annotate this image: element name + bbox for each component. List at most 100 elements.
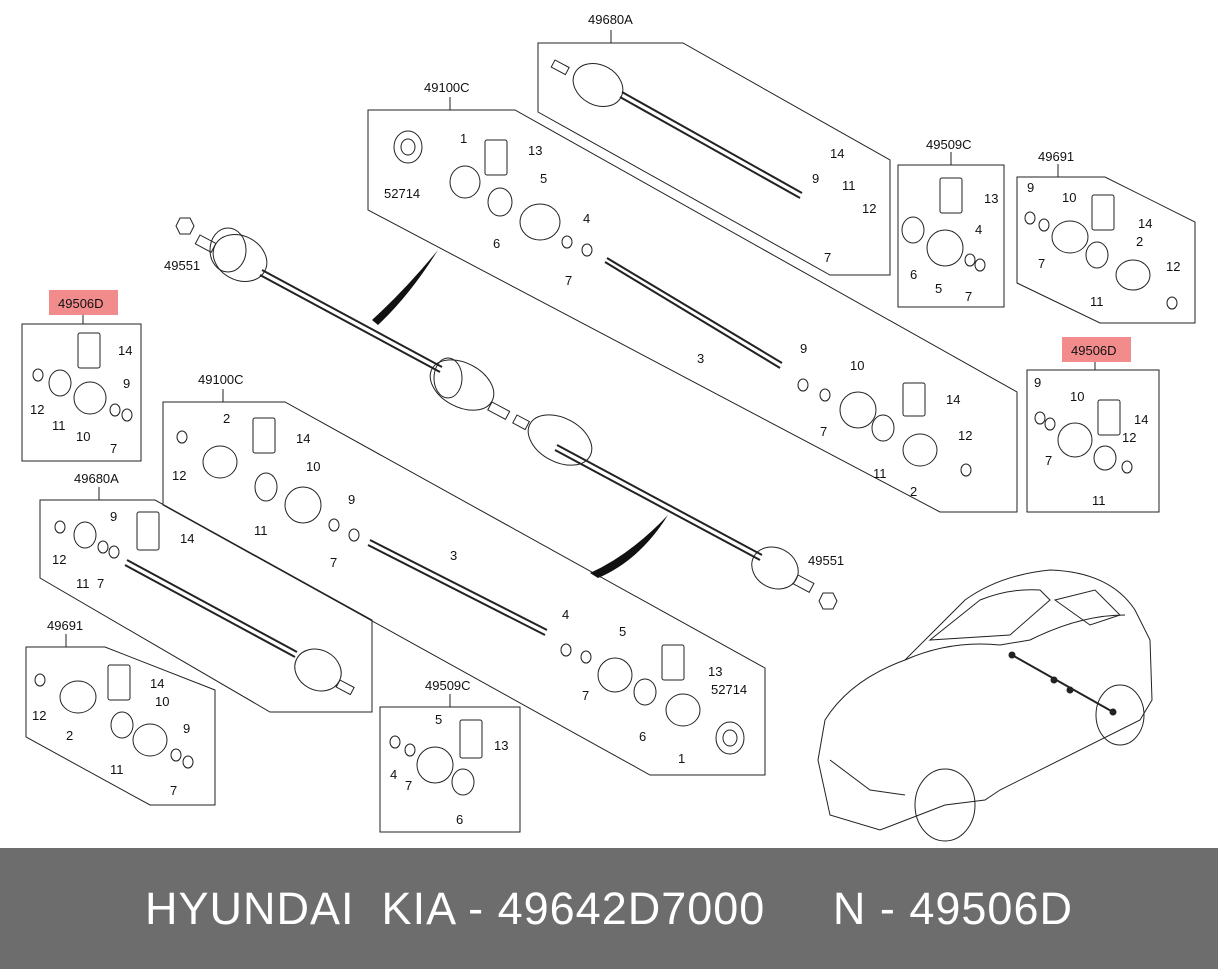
label-49506D-left: 49506D bbox=[58, 296, 104, 311]
part-label: 2 bbox=[910, 484, 917, 499]
highlight-49506D-left bbox=[49, 290, 118, 315]
part-label: 11 bbox=[842, 178, 856, 193]
part-label: 7 bbox=[97, 576, 104, 591]
part-label: 10 bbox=[850, 358, 864, 373]
part-label: 9 bbox=[800, 341, 807, 356]
part-label: 11 bbox=[873, 466, 887, 481]
part-label: 1 bbox=[678, 751, 685, 766]
box-49100C-top bbox=[367, 109, 1018, 513]
part-label: 5 bbox=[435, 712, 442, 727]
part-label: 14 bbox=[180, 531, 194, 546]
part-label: 4 bbox=[583, 211, 590, 226]
part-label: 11 bbox=[254, 523, 268, 538]
part-label: 10 bbox=[76, 429, 90, 444]
box-49506D-left bbox=[21, 323, 142, 462]
part-label: 9 bbox=[1034, 375, 1041, 390]
part-label: 12 bbox=[172, 468, 186, 483]
parts-49509C-bottom bbox=[389, 719, 483, 796]
exploded-parts-diagram: 49680A 49100C 49509C 49691 49506D 49506D… bbox=[21, 12, 1196, 842]
part-label: 11 bbox=[1092, 493, 1106, 508]
part-label: 6 bbox=[639, 729, 646, 744]
box-49691-top bbox=[1016, 176, 1196, 324]
part-label: 14 bbox=[150, 676, 164, 691]
parts-49100C-top bbox=[393, 130, 972, 477]
part-label: 6 bbox=[456, 812, 463, 827]
part-label: 12 bbox=[30, 402, 44, 417]
label-49691-top: 49691 bbox=[1038, 149, 1074, 164]
part-label: 9 bbox=[812, 171, 819, 186]
box-49509C-bottom bbox=[379, 706, 521, 833]
part-label: 9 bbox=[348, 492, 355, 507]
part-number-banner: HYUNDAI KIA - 49642D7000 N - 49506D bbox=[0, 848, 1218, 969]
part-label: 14 bbox=[118, 343, 132, 358]
shaft-49680A-left bbox=[54, 511, 355, 696]
part-label: 11 bbox=[1090, 294, 1104, 309]
part-label: 7 bbox=[330, 555, 337, 570]
part-label: 3 bbox=[697, 351, 704, 366]
part-label: 13 bbox=[528, 143, 542, 158]
part-label: 14 bbox=[830, 146, 844, 161]
part-label: 7 bbox=[405, 778, 412, 793]
part-label: 7 bbox=[1038, 256, 1045, 271]
part-label: 7 bbox=[110, 441, 117, 456]
part-label: 49551 bbox=[808, 553, 844, 568]
label-49506D-right: 49506D bbox=[1071, 343, 1117, 358]
box-49680A-left bbox=[39, 499, 373, 713]
parts-49509C-top bbox=[901, 177, 986, 272]
parts-49691-top bbox=[1024, 194, 1178, 310]
part-label: 13 bbox=[708, 664, 722, 679]
part-label: 5 bbox=[540, 171, 547, 186]
part-label: 7 bbox=[170, 783, 177, 798]
label-49680A-top: 49680A bbox=[588, 12, 633, 27]
shaft-49680A-top bbox=[550, 59, 803, 199]
label-49691-bottom: 49691 bbox=[47, 618, 83, 633]
part-label: 2 bbox=[66, 728, 73, 743]
part-label: 9 bbox=[183, 721, 190, 736]
part-label: 5 bbox=[935, 281, 942, 296]
label-49100C-top: 49100C bbox=[424, 80, 470, 95]
part-label: 14 bbox=[1138, 216, 1152, 231]
parts-49691-bottom bbox=[34, 664, 194, 769]
box-49691-bottom bbox=[25, 646, 216, 806]
part-label: 4 bbox=[975, 222, 982, 237]
part-label: 10 bbox=[306, 459, 320, 474]
part-label: 3 bbox=[450, 548, 457, 563]
part-label: 11 bbox=[110, 762, 124, 777]
box-49506D-right bbox=[1026, 369, 1160, 513]
part-label: 12 bbox=[52, 552, 66, 567]
part-label: 1 bbox=[460, 131, 467, 146]
parts-49100C-mid bbox=[176, 417, 745, 755]
label-49509C-bottom: 49509C bbox=[425, 678, 471, 693]
box-49680A-top bbox=[537, 42, 891, 276]
part-label: 12 bbox=[32, 708, 46, 723]
part-label: 11 bbox=[52, 418, 66, 433]
part-label: 11 bbox=[76, 576, 90, 591]
part-label: 7 bbox=[820, 424, 827, 439]
part-label: 2 bbox=[1136, 234, 1143, 249]
part-label: 10 bbox=[1062, 190, 1076, 205]
part-label: 49551 bbox=[164, 258, 200, 273]
part-label: 13 bbox=[494, 738, 508, 753]
part-label: 12 bbox=[1122, 430, 1136, 445]
part-label: 9 bbox=[1027, 180, 1034, 195]
part-label: 9 bbox=[110, 509, 117, 524]
part-label: 12 bbox=[862, 201, 876, 216]
part-label: 13 bbox=[984, 191, 998, 206]
part-label: 4 bbox=[390, 767, 397, 782]
part-label: 12 bbox=[958, 428, 972, 443]
part-label: 6 bbox=[493, 236, 500, 251]
box-49509C-top bbox=[897, 164, 1005, 308]
part-label: 4 bbox=[562, 607, 569, 622]
label-49100C-mid: 49100C bbox=[198, 372, 244, 387]
part-label: 7 bbox=[1045, 453, 1052, 468]
label-49680A-left: 49680A bbox=[74, 471, 119, 486]
part-label: 2 bbox=[223, 411, 230, 426]
label-49509C-top: 49509C bbox=[926, 137, 972, 152]
car-illustration bbox=[817, 569, 1153, 842]
parts-49506D-left bbox=[32, 332, 133, 422]
highlight-49506D-right bbox=[1062, 337, 1131, 362]
part-label: 7 bbox=[824, 250, 831, 265]
part-label: 52714 bbox=[384, 186, 420, 201]
part-label: 7 bbox=[965, 289, 972, 304]
box-49100C-mid bbox=[162, 401, 766, 776]
